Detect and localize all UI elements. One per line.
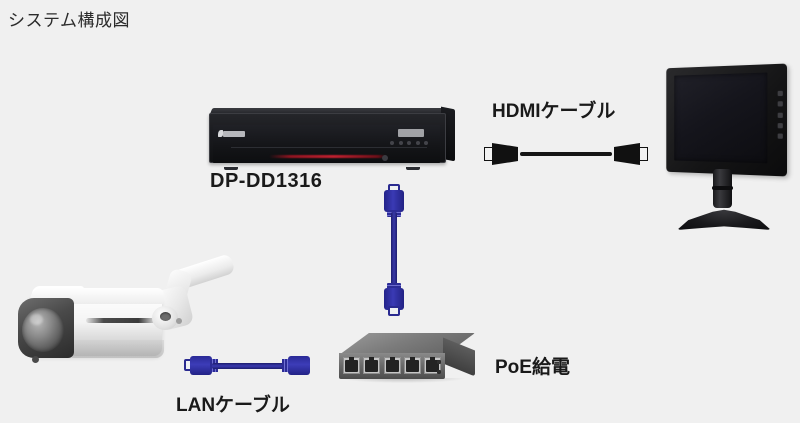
- lan-cable-label: LANケーブル: [176, 395, 290, 416]
- camera-mount-screw: [176, 318, 182, 324]
- monitor-button: [777, 90, 783, 97]
- dvr-power-button-icon: [382, 155, 388, 161]
- hdmi-connector-tip: [484, 147, 493, 161]
- camera-barrel-groove: [86, 318, 156, 323]
- poe-switch-leds: [437, 360, 441, 374]
- monitor-frame: [666, 63, 788, 177]
- monitor-control-buttons: [777, 90, 783, 139]
- hdmi-connector-body: [492, 143, 518, 165]
- hdmi-connector-tip: [639, 147, 648, 161]
- ethernet-cable-cord: [391, 212, 397, 290]
- camera-barrel-shading: [66, 340, 164, 358]
- hdmi-cable-wire: [520, 152, 612, 156]
- monitor-button: [777, 112, 783, 118]
- monitor-button: [777, 101, 783, 107]
- poe-switch-led: [437, 370, 441, 374]
- rj45-plug-body: [384, 190, 404, 212]
- dvr-led: [424, 141, 428, 145]
- poe-switch-led: [437, 360, 441, 364]
- dvr-led: [407, 141, 411, 145]
- rj45-plug-body: [190, 356, 212, 375]
- dvr-foot: [224, 167, 238, 170]
- camera-lens-glint: [30, 314, 43, 325]
- dvr-power-indicator-strip: [269, 155, 387, 158]
- dvr-led: [390, 141, 394, 145]
- dvr-body: [209, 113, 446, 170]
- rj45-plug-body: [384, 288, 404, 310]
- dvr-front-bezel: [213, 125, 440, 163]
- ethernet-cable-cord: [212, 363, 284, 369]
- ethernet-cable-horizontal: [184, 354, 310, 378]
- hdmi-cable-label: HDMIケーブル: [492, 101, 616, 122]
- rj45-port: [343, 357, 360, 374]
- monitor-button: [777, 122, 783, 129]
- poe-switch-shadow: [341, 378, 465, 383]
- dvr-brand-logo-icon: [223, 131, 245, 137]
- poe-switch-front-face: [339, 353, 445, 379]
- poe-switch-port-row: [343, 357, 441, 374]
- poe-switch-device: [331, 333, 483, 389]
- hdmi-connector-icon: [614, 143, 648, 165]
- monitor-screen: [674, 72, 768, 164]
- page-title: システム構成図: [8, 11, 130, 30]
- ethernet-cable-vertical: [381, 184, 407, 316]
- rj45-strain-relief: [282, 359, 290, 372]
- dvr-device: [209, 106, 455, 170]
- poe-switch-top-face: [339, 333, 475, 355]
- camera-ir-led-icon: [32, 356, 39, 363]
- dvr-label: DP-DD1316: [210, 170, 323, 192]
- monitor-stand-ring: [712, 186, 733, 190]
- hdmi-cable: [484, 141, 648, 167]
- dvr-model-badge: [398, 129, 424, 137]
- dvr-panel-seam: [231, 147, 427, 148]
- dvr-led: [415, 141, 420, 145]
- hdmi-connector-icon: [484, 143, 518, 165]
- camera-lens: [22, 308, 64, 352]
- monitor-device: [655, 63, 793, 238]
- dvr-status-leds: [390, 141, 428, 145]
- camera-mount-hole: [160, 312, 171, 321]
- camera-device: [4, 252, 240, 400]
- rj45-port: [383, 357, 401, 374]
- monitor-button: [777, 133, 783, 139]
- dvr-led: [398, 141, 403, 145]
- dvr-foot: [406, 167, 420, 170]
- rj45-port: [424, 357, 441, 374]
- rj45-port: [363, 357, 381, 374]
- hdmi-connector-body: [614, 143, 640, 165]
- dvr-logo-mark-icon: [218, 130, 223, 137]
- rj45-connector-icon: [388, 306, 400, 316]
- rj45-strain-relief: [387, 283, 401, 290]
- rj45-plug-body: [288, 356, 310, 375]
- poe-switch-side-face: [443, 337, 475, 377]
- poe-label: PoE給電: [495, 357, 570, 378]
- rj45-port: [403, 357, 421, 374]
